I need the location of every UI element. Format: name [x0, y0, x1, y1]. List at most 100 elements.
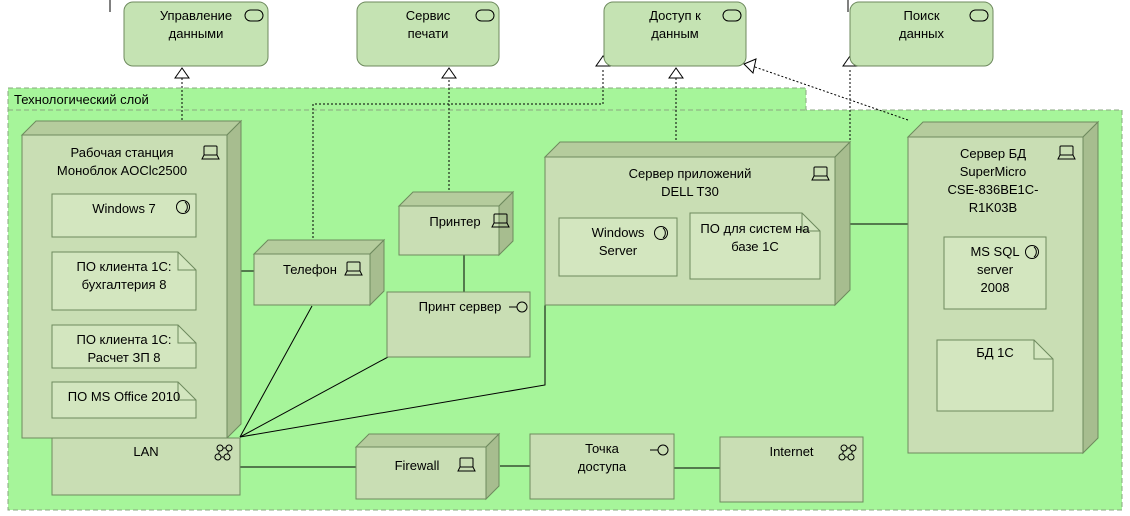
ms-sql-label-line: server	[976, 262, 1014, 277]
printer-label-line: Принтер	[429, 214, 481, 229]
po-1c-systems-label-line: базе 1С	[731, 239, 779, 254]
ms-office-label: ПО MS Office 2010	[52, 388, 196, 406]
db-1c-label-line: БД 1С	[976, 345, 1014, 360]
access-point-label-line: доступа	[577, 459, 627, 474]
interface-icon	[509, 301, 528, 313]
system-software-icon	[1025, 245, 1039, 259]
workstation-label-line: Моноблок AOClc2500	[56, 163, 188, 178]
client-accounting-label: ПО клиента 1С: бухгалтерия 8	[52, 258, 196, 294]
print-server-label-line: Принт сервер	[418, 299, 502, 314]
device-icon	[344, 261, 363, 276]
service-icon	[969, 9, 989, 22]
windows-server-label-line: Windows	[591, 225, 645, 240]
service-icon	[722, 9, 742, 22]
node-firewall[interactable]	[354, 432, 501, 501]
system-software-icon	[176, 200, 190, 214]
service-print[interactable]	[356, 1, 500, 67]
service-data-search-label: Поиск данных	[850, 7, 993, 43]
sysware-ms-sql[interactable]	[943, 236, 1047, 310]
service-data-management[interactable]	[123, 1, 269, 67]
service-data-access-label: Доступ к данным	[604, 7, 746, 43]
db-server-label-line: CSE-836BE1C-	[947, 182, 1039, 197]
client-accounting-label-line: бухгалтерия 8	[81, 277, 167, 292]
internet-label: Internet	[720, 443, 863, 461]
po-1c-systems-label: ПО для систем на базе 1С	[690, 220, 820, 256]
service-data-search-label-line: данных	[898, 26, 945, 41]
firewall-label-line: Firewall	[394, 458, 440, 473]
po-1c-systems-label-line: ПО для систем на	[700, 221, 810, 236]
windows7-label: Windows 7	[52, 200, 196, 218]
assoc-lan-printserver	[239, 356, 389, 438]
client-payroll-label: ПО клиента 1С: Расчет ЗП 8	[52, 331, 196, 367]
service-data-access-label-line: Доступ к	[649, 8, 701, 23]
artifact-client-payroll[interactable]	[51, 324, 197, 369]
realization-db-data-access	[751, 65, 909, 121]
network-icon	[838, 444, 857, 461]
service-print-label: Сервис печати	[357, 7, 499, 43]
phone-label: Телефон	[254, 261, 366, 279]
realization-phone-data-access	[312, 68, 604, 238]
windows-server-label-line: Server	[598, 243, 638, 258]
service-icon	[475, 9, 495, 22]
device-icon	[1057, 145, 1076, 160]
node-internet[interactable]	[719, 436, 864, 503]
client-payroll-label-line: Расчет ЗП 8	[87, 350, 161, 365]
db-server-label-line: R1K03B	[968, 200, 1018, 215]
device-icon	[201, 145, 220, 160]
sysware-windows7[interactable]	[51, 193, 197, 238]
client-payroll-label-line: ПО клиента 1С:	[76, 332, 172, 347]
device-icon	[491, 213, 510, 228]
internet-label-line: Internet	[769, 444, 814, 459]
lan-label-line: LAN	[133, 444, 159, 459]
interface-icon	[650, 444, 669, 456]
service-print-label-line: печати	[407, 26, 449, 41]
node-printer[interactable]	[397, 190, 515, 257]
node-print-server[interactable]	[386, 291, 531, 358]
arrowhead-data-access-right	[743, 58, 757, 75]
app-server-label-line: DELL T30	[661, 184, 719, 199]
access-point-label-line: Точка	[585, 441, 619, 456]
service-icon	[244, 9, 264, 22]
ms-sql-label-line: MS SQL	[970, 244, 1020, 259]
db-server-label-line: SuperMicro	[959, 164, 1027, 179]
artifact-po-1c-systems[interactable]	[689, 212, 821, 280]
service-data-access-label-line: данным	[651, 26, 699, 41]
print-server-label: Принт сервер	[395, 298, 525, 316]
app-server-label-line: Сервер приложений	[628, 166, 752, 181]
client-accounting-label-line: ПО клиента 1С:	[76, 259, 172, 274]
service-data-access[interactable]	[603, 1, 747, 67]
system-software-icon	[654, 226, 668, 240]
artifact-ms-office[interactable]	[51, 381, 197, 419]
service-data-search-label-line: Поиск	[903, 8, 940, 23]
service-data-search[interactable]	[849, 1, 994, 67]
device-icon	[457, 457, 476, 472]
node-lan[interactable]	[51, 437, 241, 496]
assoc-lan-appserver	[239, 305, 546, 438]
db-1c-label: БД 1С	[937, 344, 1053, 362]
node-access-point[interactable]	[529, 433, 675, 500]
workstation-label-line: Рабочая станция	[70, 145, 174, 160]
device-icon	[811, 166, 830, 181]
arrowhead-data-management	[174, 67, 190, 79]
service-print-label-line: Сервис	[405, 8, 451, 23]
printer-label: Принтер	[399, 213, 511, 231]
windows7-label-line: Windows 7	[92, 201, 156, 216]
ms-sql-label: MS SQL server 2008	[944, 243, 1046, 297]
network-icon	[214, 444, 233, 461]
service-data-management-label-line: Управление	[159, 8, 233, 23]
ms-office-label-line: ПО MS Office 2010	[67, 389, 181, 404]
artifact-db-1c[interactable]	[936, 339, 1054, 412]
ms-sql-label-line: 2008	[980, 280, 1010, 295]
artifact-client-accounting[interactable]	[51, 251, 197, 311]
firewall-label: Firewall	[356, 457, 478, 475]
arrowhead-data-access-center	[668, 67, 684, 79]
db-server-label-line: Сервер БД	[959, 146, 1026, 161]
access-point-label: Точка доступа	[530, 440, 674, 476]
phone-label-line: Телефон	[283, 262, 337, 277]
